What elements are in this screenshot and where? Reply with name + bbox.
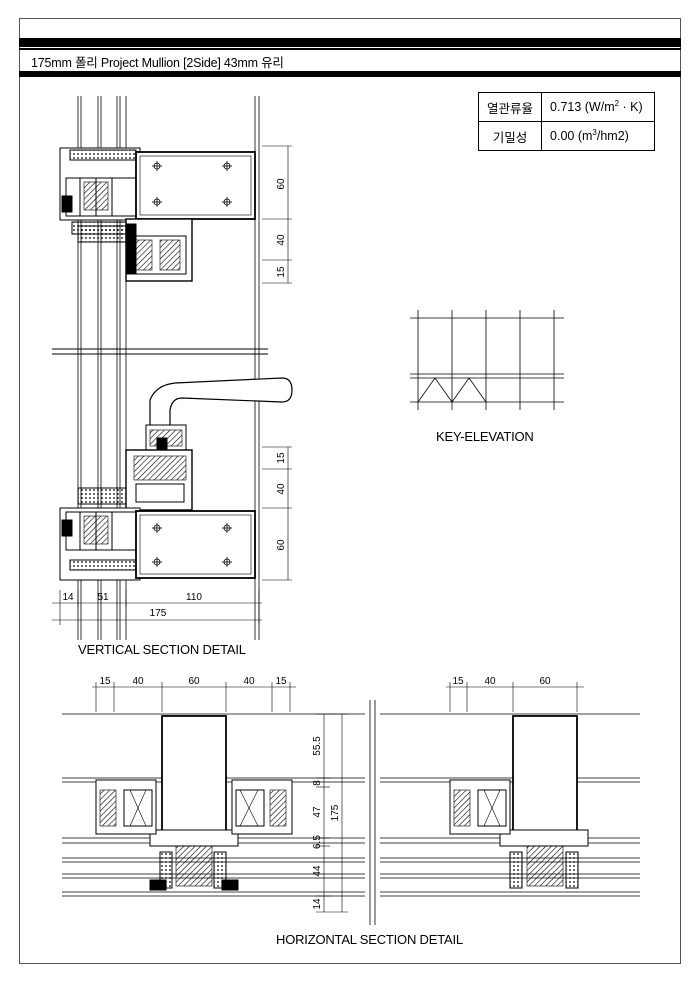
dim-label: 14 <box>312 898 323 910</box>
dim-label: 60 <box>276 539 287 551</box>
dim-label: 40 <box>276 483 287 495</box>
dim-label: 47 <box>312 806 323 818</box>
title-band: 175mm 폴리 Project Mullion [2Side] 43mm 유리 <box>19 38 681 78</box>
dim-label: 40 <box>132 676 144 687</box>
heat-transfer-value: 0.713 (W/m2 · K) <box>541 92 656 122</box>
lower-transom-box <box>77 449 193 511</box>
key-elevation-caption: KEY-ELEVATION <box>436 429 534 444</box>
dim-label: 60 <box>188 676 200 687</box>
dim-label: 110 <box>186 592 202 603</box>
mullion-right <box>499 715 589 887</box>
window-handle <box>145 377 293 452</box>
title-bar-top <box>19 38 681 47</box>
mullion-left <box>149 715 239 887</box>
key-elevation <box>410 310 564 410</box>
title-bar-bottom <box>19 71 681 77</box>
airtightness-label: 기밀성 <box>477 121 543 151</box>
dim-label: 60 <box>276 178 287 190</box>
dim-label: 15 <box>276 452 287 464</box>
upper-frame-profile <box>59 147 141 235</box>
dim-label: 15 <box>276 266 287 278</box>
horizontal-dimensions-side <box>316 713 348 913</box>
dim-label: 175 <box>330 804 341 821</box>
dim-label: 44 <box>312 865 323 877</box>
airtightness-value: 0.00 (m3/hm2) <box>541 121 656 151</box>
horizontal-dimensions-top <box>92 682 584 712</box>
lower-frame-profile <box>59 507 141 581</box>
horizontal-section-caption: HORIZONTAL SECTION DETAIL <box>276 932 463 947</box>
dim-label: 51 <box>97 592 109 603</box>
sash-right <box>213 779 293 891</box>
sash-right-panel <box>449 779 579 889</box>
performance-table: 열관류율 0.713 (W/m2 · K) 기밀성 0.00 (m3/hm2) <box>477 92 656 151</box>
dim-label: 60 <box>539 676 551 687</box>
vertical-dimensions-bottom <box>52 590 262 625</box>
table-row: 열관류율 0.713 (W/m2 · K) <box>477 92 656 122</box>
heat-transfer-label: 열관류율 <box>477 92 543 122</box>
dim-label: 40 <box>276 234 287 246</box>
vertical-dimensions-right <box>262 145 292 581</box>
upper-mullion-box <box>135 151 256 220</box>
dim-label: 175 <box>150 608 167 619</box>
dim-label: 15 <box>275 676 287 687</box>
vertical-dimension-labels: 60 40 15 15 40 60 14 51 110 175 <box>62 178 287 619</box>
dim-label: 40 <box>243 676 255 687</box>
drawing-title: 175mm 폴리 Project Mullion [2Side] 43mm 유리 <box>31 56 284 70</box>
vertical-section <box>52 96 293 640</box>
table-row: 기밀성 0.00 (m3/hm2) <box>477 121 656 151</box>
title-bar-thin <box>19 48 681 50</box>
dim-label: 15 <box>99 676 111 687</box>
vertical-section-caption: VERTICAL SECTION DETAIL <box>78 642 246 657</box>
horizontal-dimension-labels: 15 40 60 40 15 15 40 60 55.5 8 47 6.5 44… <box>99 676 551 910</box>
dim-label: 14 <box>62 592 74 603</box>
horizontal-section <box>62 682 640 925</box>
lower-mullion-box <box>135 510 256 579</box>
sash-left <box>95 779 173 891</box>
dim-label: 55.5 <box>312 736 323 756</box>
sheet-frame <box>19 18 681 964</box>
dim-label: 40 <box>484 676 496 687</box>
upper-transom-box <box>77 218 193 282</box>
dim-label: 6.5 <box>312 835 323 849</box>
dim-label: 8 <box>312 780 323 786</box>
screw-marks <box>152 161 232 567</box>
dim-label: 15 <box>452 676 464 687</box>
